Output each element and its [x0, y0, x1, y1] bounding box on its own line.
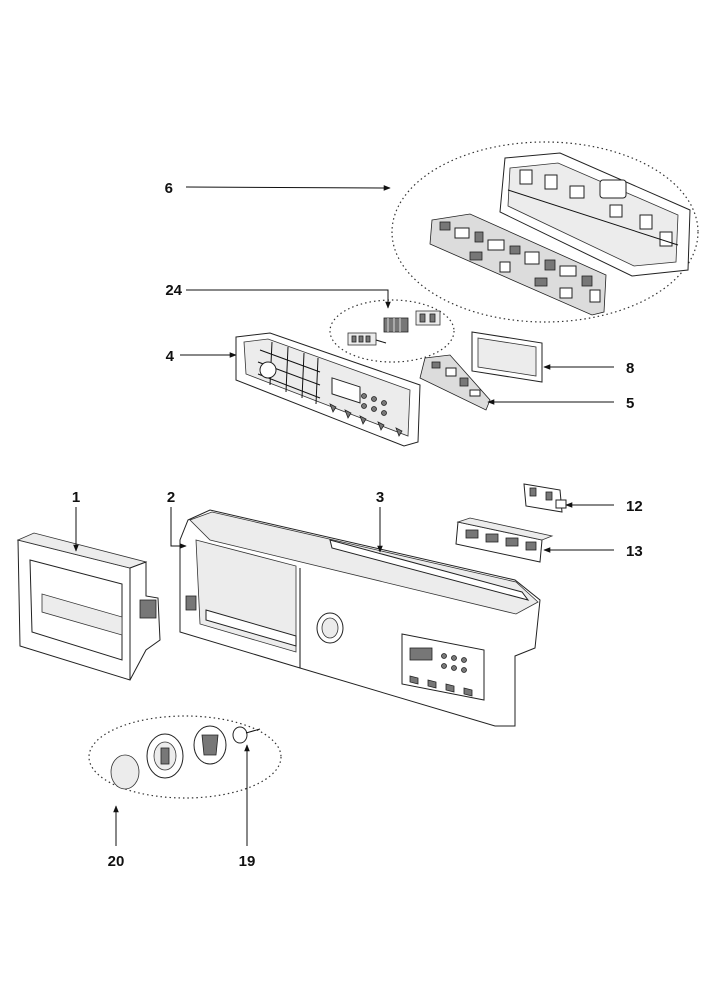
- label-8: 8: [626, 360, 634, 377]
- label-12: 12: [626, 498, 643, 515]
- console-top-strip: [329, 539, 530, 601]
- part-2-drawer-opening: [185, 539, 297, 653]
- knob-body: [146, 733, 184, 779]
- board-bracket: [499, 152, 691, 277]
- label-13: 13: [626, 543, 643, 560]
- label-4: 4: [166, 348, 175, 365]
- leader-24: [186, 289, 391, 309]
- part-19-20-group: [88, 715, 282, 799]
- frame-display-window: [331, 377, 361, 404]
- console-display-area: [401, 633, 485, 701]
- part-1-detergent-drawer: [16, 532, 161, 681]
- leader-6: [185, 185, 391, 191]
- part-6-group: [391, 141, 699, 323]
- knob-cap: [110, 754, 140, 790]
- frame-knob-ring: [259, 361, 277, 379]
- part-13-button-bar: [455, 517, 554, 563]
- connector-a: [347, 332, 387, 346]
- leader-lines: [73, 185, 614, 846]
- part-4-control-frame: [235, 332, 421, 447]
- console-knob-hole: [316, 612, 344, 644]
- part-24-group: [329, 299, 455, 363]
- label-20: 20: [108, 853, 125, 870]
- main-pcb: [429, 213, 607, 316]
- label-2: 2: [167, 489, 175, 506]
- connector-b: [383, 317, 409, 333]
- knob-insert: [193, 725, 227, 765]
- group-outline-20: [88, 715, 282, 799]
- label-24: 24: [165, 282, 182, 299]
- part-5-display-pcb: [419, 354, 491, 411]
- part-12-switch: [523, 483, 567, 513]
- frame-buttons: [329, 393, 403, 437]
- connector-c: [415, 310, 441, 326]
- label-19: 19: [239, 853, 256, 870]
- knob-spring-pin: [232, 726, 261, 744]
- label-3: 3: [376, 489, 384, 506]
- leader-2: [170, 507, 187, 549]
- part-number-labels: 6 24 4 8 5 1 2 3 12 13 20 19: [72, 180, 643, 870]
- group-outline-24: [329, 299, 455, 363]
- part-3-console-panel: [179, 509, 541, 727]
- label-5: 5: [626, 395, 634, 412]
- label-1: 1: [72, 489, 80, 506]
- label-6: 6: [165, 180, 173, 197]
- part-8-display-frame: [471, 331, 543, 383]
- group-outline-6: [391, 141, 699, 323]
- drawer-handle: [41, 593, 123, 636]
